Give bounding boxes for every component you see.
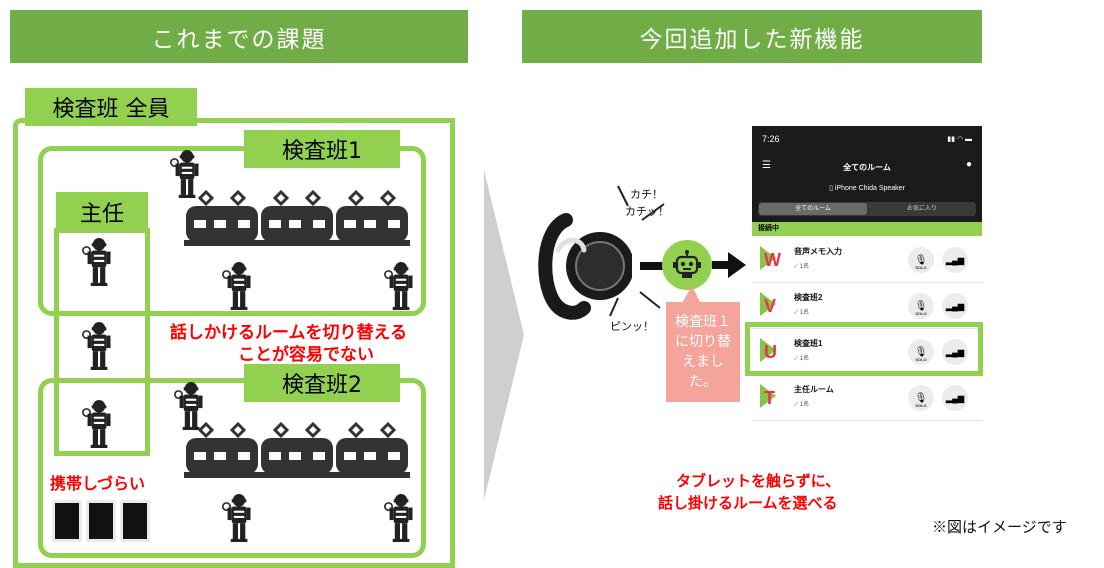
room-row[interactable]: V 検査班2 ✓ 1名 🎙SOLO ▂▄▆: [752, 284, 982, 329]
tab-bar: 全てのルーム お気に入り: [758, 202, 976, 216]
room-name: 音声メモ入力: [794, 247, 842, 256]
room-name: 主任ルーム: [794, 385, 834, 394]
right-banner: 今回追加した新機能: [522, 10, 982, 63]
caption-line-2: 話し掛けるルームを選べる: [658, 494, 838, 512]
speech-balloon-tail: [680, 286, 702, 306]
phone-title: 全てのルーム: [843, 163, 891, 172]
mic-solo-button[interactable]: 🎙SOLO: [908, 339, 934, 365]
ping-sound: ピンッ！: [610, 320, 654, 333]
signal-bars-icon: ▂▄▆: [946, 393, 964, 403]
tablet-icon: [120, 500, 150, 542]
mic-solo-button[interactable]: 🎙SOLO: [908, 247, 934, 273]
tablet-icon: [86, 500, 116, 542]
sound-lines: [609, 185, 665, 317]
phone-device-icon: ▯: [829, 185, 835, 192]
problem-line-2: ことが容易でない: [238, 345, 374, 365]
worker-icon: [82, 238, 114, 286]
train-car-icon: [334, 188, 410, 248]
room-row[interactable]: W 音声メモ入力 ✓ 1名 🎙SOLO ▂▄▆: [752, 238, 982, 283]
earpiece-icon: [538, 213, 632, 320]
click-sound-1: カチ！: [630, 188, 663, 201]
worker-icon: [82, 322, 114, 370]
mic-icon: 🎙: [914, 254, 928, 266]
mic-icon: 🎙: [914, 346, 928, 358]
left-banner: これまでの課題: [10, 10, 468, 63]
speaker-name: iPhone Chida Speaker: [834, 185, 905, 192]
train-car-icon: [259, 420, 335, 480]
user-icon[interactable]: ●: [965, 159, 972, 170]
lead-label: 主任: [56, 192, 148, 232]
tablet-icon: [52, 500, 82, 542]
mic-solo-button[interactable]: 🎙SOLO: [908, 385, 934, 411]
carry-label: 携帯しづらい: [50, 474, 146, 493]
room-row-selected[interactable]: U 検査班1 ✓ 1名 🎙SOLO ▂▄▆: [752, 330, 982, 375]
room-count: ✓ 1名: [794, 264, 810, 270]
problem-line-1: 話しかけるルームを切り替える: [170, 323, 407, 343]
train-car-icon: [184, 420, 260, 480]
worker-icon: [222, 494, 254, 542]
phone-screen: 7:26 ▮▮ ◠ ▬ ☰ 全てのルーム ● ▯ iPhone Chida Sp…: [752, 126, 982, 424]
click-sound-2: カチッ！: [625, 205, 669, 218]
svg-text:U: U: [764, 342, 777, 362]
divider-arrow: [484, 170, 524, 500]
room-logo-icon: W: [760, 246, 781, 270]
selected-room-highlight: [745, 322, 983, 376]
menu-icon[interactable]: ☰: [762, 160, 771, 171]
mic-icon: 🎙: [914, 392, 928, 404]
train-car-icon: [184, 188, 260, 248]
team2-box: [38, 378, 426, 558]
status-icons: ▮▮ ◠ ▬: [947, 136, 972, 143]
svg-text:V: V: [764, 296, 776, 316]
train-car-icon: [334, 420, 410, 480]
section-header: 接続中: [752, 222, 982, 236]
phone-header: 7:26 ▮▮ ◠ ▬ ☰ 全てのルーム ● ▯ iPhone Chida Sp…: [752, 126, 982, 222]
level-button[interactable]: ▂▄▆: [942, 385, 968, 411]
tab-favorites[interactable]: お気に入り: [906, 206, 937, 212]
room-count: ✓ 1名: [794, 356, 810, 362]
arrow-right-icon: [712, 252, 746, 278]
signal-bars-icon: ▂▄▆: [946, 347, 964, 357]
room-row[interactable]: T 主任ルーム ✓ 1名 🎙SOLO ▂▄▆: [752, 376, 982, 421]
room-count: ✓ 1名: [794, 310, 810, 316]
room-count: ✓ 1名: [794, 402, 810, 408]
level-button[interactable]: ▂▄▆: [942, 247, 968, 273]
team1-box: [38, 146, 426, 316]
team2-label: 検査班2: [244, 364, 400, 402]
signal-bars-icon: ▂▄▆: [946, 301, 964, 311]
image-note: ※図はイメージです: [932, 518, 1067, 536]
bot-message-balloon: 検査班１に切り替えました。: [666, 302, 740, 402]
signal-bars-icon: ▂▄▆: [946, 255, 964, 265]
worker-icon: [222, 262, 254, 310]
arrow-line: [640, 262, 666, 270]
room-name: 検査班2: [794, 293, 823, 302]
train-car-icon: [259, 188, 335, 248]
status-time: 7:26: [762, 134, 780, 144]
room-logo-icon: T: [760, 384, 776, 408]
mic-solo-button[interactable]: 🎙SOLO: [908, 293, 934, 319]
speaker-label: ▯ iPhone Chida Speaker: [752, 184, 982, 192]
caption-line-1: タブレットを触らずに、: [676, 472, 841, 490]
bot-message: 検査班１に切り替えました。: [675, 314, 731, 390]
svg-text:T: T: [764, 388, 775, 408]
worker-icon: [384, 494, 416, 542]
level-button[interactable]: ▂▄▆: [942, 339, 968, 365]
svg-text:W: W: [764, 250, 781, 270]
worker-icon: [384, 262, 416, 310]
room-logo-icon: U: [760, 338, 777, 362]
room-logo-icon: V: [760, 292, 776, 316]
bot-icon: [662, 240, 712, 290]
worker-icon: [82, 400, 114, 448]
mic-icon: 🎙: [914, 300, 928, 312]
level-button[interactable]: ▂▄▆: [942, 293, 968, 319]
all-group-box: [13, 118, 455, 568]
team1-label: 検査班1: [244, 130, 400, 168]
tab-all-rooms[interactable]: 全てのルーム: [759, 203, 867, 215]
room-name: 検査班1: [794, 339, 823, 348]
